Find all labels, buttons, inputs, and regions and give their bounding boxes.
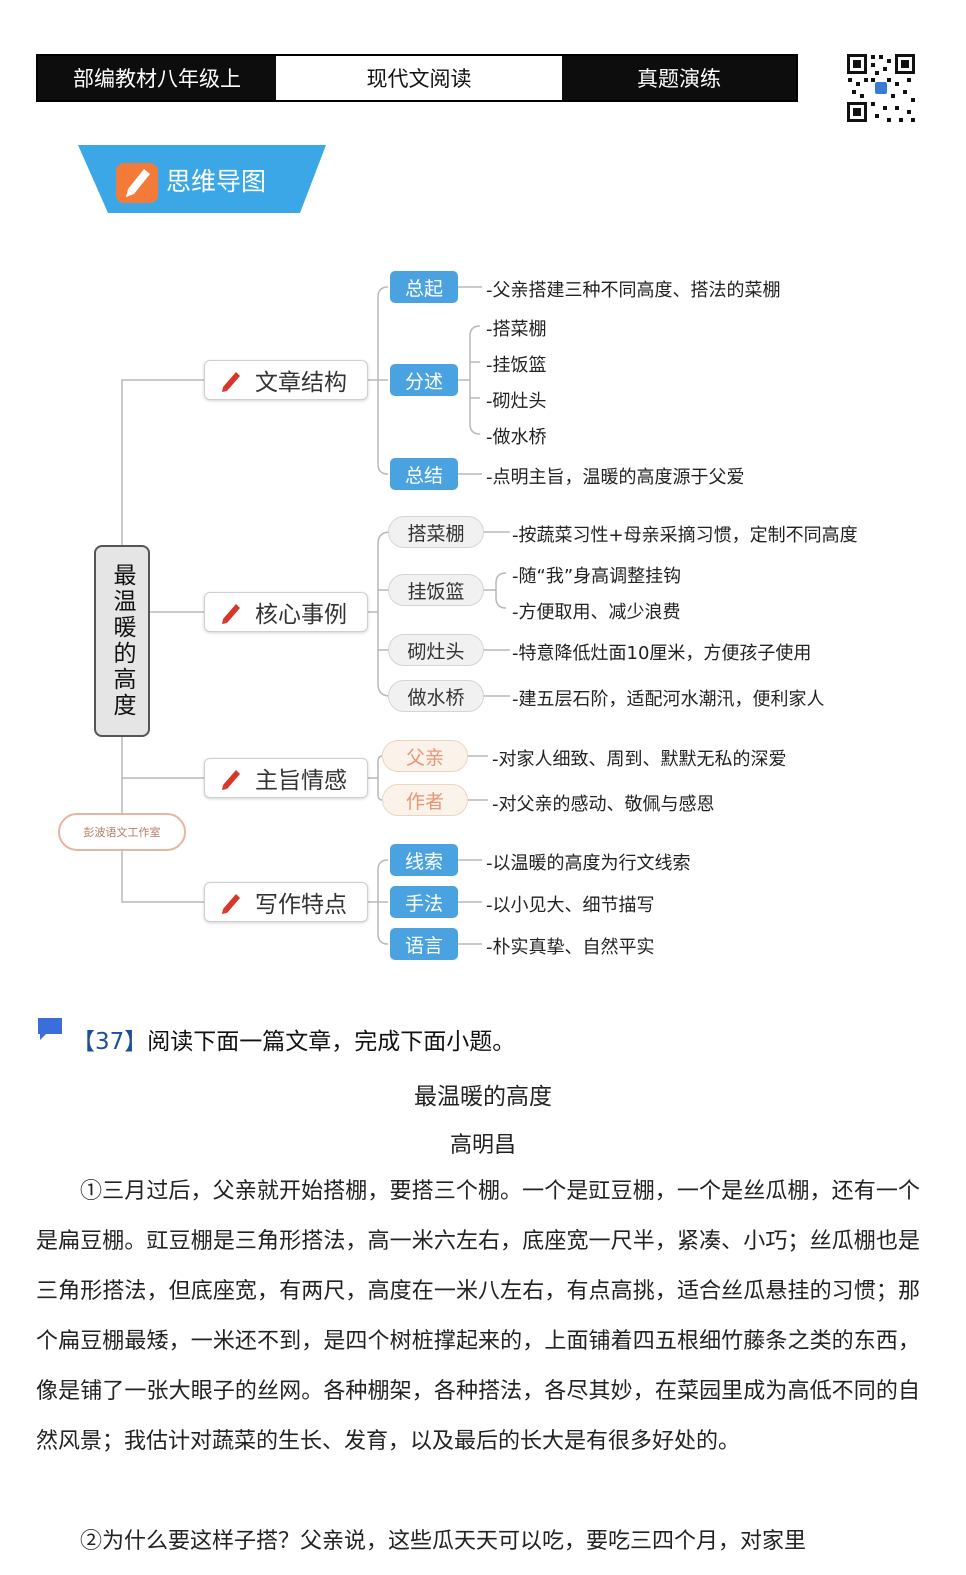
leaf-event-2a: -随“我”身高调整挂钩	[512, 566, 682, 587]
sub-zongjie: 总结	[390, 458, 458, 490]
sub-event-1: 搭菜棚	[388, 516, 484, 548]
pencil-icon	[222, 372, 240, 392]
sub-theme-2: 作者	[382, 784, 468, 816]
leaf-theme-2: -对父亲的感动、敬佩与感恩	[492, 794, 715, 815]
pencil-icon	[222, 604, 240, 624]
pencil-icon	[222, 894, 240, 914]
article-author: 高明昌	[449, 1133, 516, 1158]
cat-writing: 写作特点	[204, 882, 368, 922]
banner-label: 思维导图	[166, 167, 267, 196]
article-title: 最温暖的高度	[414, 1084, 552, 1110]
sub-event-4: 做水桥	[388, 680, 484, 712]
leaf-fenshu-3: -砌灶头	[486, 391, 547, 412]
cat-structure: 文章结构	[204, 360, 368, 400]
header-grade: 部编教材八年级上	[38, 56, 276, 100]
article-paragraph-1: ①三月过后，父亲就开始搭棚，要搭三个棚。一个是豇豆棚，一个是丝瓜棚，还有一个是扁…	[36, 1179, 920, 1454]
leaf-writing-3: -朴实真挚、自然平实	[486, 937, 655, 958]
sub-writing-2: 手法	[390, 886, 458, 918]
question-title: 【37】阅读下面一篇文章，完成下面小题。	[72, 1022, 515, 1056]
leaf-event-2b: -方便取用、减少浪费	[512, 602, 681, 623]
pencil-icon	[222, 770, 240, 790]
sub-zongqi: 总起	[390, 271, 458, 303]
sub-fenshu: 分述	[390, 364, 458, 396]
header-subject: 现代文阅读	[276, 56, 562, 100]
leaf-event-4: -建五层石阶，适配河水潮汛，便利家人	[512, 689, 825, 710]
leaf-fenshu-2: -挂饭篮	[486, 355, 547, 376]
qr-code-icon	[845, 52, 917, 124]
cat-theme: 主旨情感	[204, 758, 368, 798]
sub-event-2: 挂饭篮	[388, 574, 484, 606]
cat-events-label: 核心事例	[255, 602, 347, 628]
cat-theme-label: 主旨情感	[255, 768, 347, 794]
leaf-fenshu-4: -做水桥	[486, 427, 547, 448]
sub-theme-1: 父亲	[382, 740, 468, 772]
leaf-writing-1: -以温暖的高度为行文线索	[486, 853, 691, 874]
leaf-zongjie: -点明主旨，温暖的高度源于父爱	[486, 467, 745, 488]
chat-bubble-icon	[38, 1018, 62, 1040]
leaf-event-1: -按蔬菜习性+母亲采摘习惯，定制不同高度	[512, 525, 858, 546]
mindmap-root: 最温暖的高度	[94, 545, 150, 737]
sub-writing-1: 线索	[390, 844, 458, 876]
sub-event-3: 砌灶头	[388, 634, 484, 666]
sub-writing-3: 语言	[390, 928, 458, 960]
header-bar: 部编教材八年级上 现代文阅读 真题演练	[36, 54, 798, 102]
question-prompt: 阅读下面一篇文章，完成下面小题。	[147, 1029, 516, 1055]
leaf-theme-1: -对家人细致、周到、默默无私的深爱	[492, 749, 787, 770]
question-number: 【37】	[72, 1029, 148, 1055]
studio-label: 彭波语文工作室	[58, 813, 186, 851]
leaf-zongqi: -父亲搭建三种不同高度、搭法的菜棚	[486, 280, 781, 301]
cat-events: 核心事例	[204, 592, 368, 632]
article-paragraph-2: ②为什么要这样子搭？父亲说，这些瓜天天可以吃，要吃三四个月，对家里	[80, 1529, 807, 1554]
mindmap-banner	[78, 145, 326, 213]
cat-writing-label: 写作特点	[255, 892, 347, 918]
root-label: 最温暖的高度	[109, 563, 135, 719]
leaf-event-3: -特意降低灶面10厘米，方便孩子使用	[512, 643, 812, 664]
header-section: 真题演练	[562, 56, 796, 100]
cat-structure-label: 文章结构	[255, 370, 347, 396]
leaf-fenshu-1: -搭菜棚	[486, 319, 547, 340]
leaf-writing-2: -以小见大、细节描写	[486, 895, 655, 916]
